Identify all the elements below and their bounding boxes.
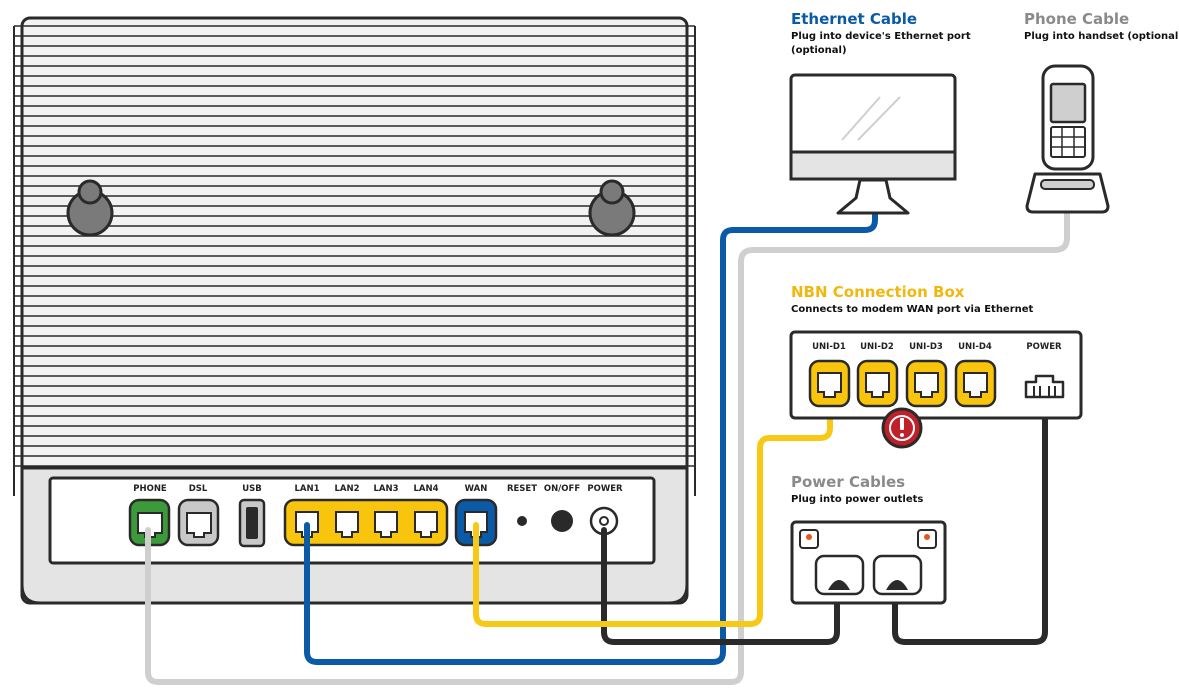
port-label-power: POWER — [587, 484, 623, 494]
port-label-lan4: LAN4 — [413, 484, 438, 494]
power-cables-subtitle: Plug into power outlets — [791, 494, 923, 505]
lan-port-group — [283, 498, 449, 547]
outlet-switch-indicator-right — [924, 534, 930, 540]
black-nbn-power-cable — [892, 387, 1048, 645]
nbn-uni-d2-port[interactable] — [856, 359, 899, 408]
lan2-port[interactable] — [335, 511, 359, 538]
nbn-port-label-d4: UNI-D4 — [958, 342, 992, 352]
port-label-wan: WAN — [465, 484, 488, 494]
nbn-port-label-d1: UNI-D1 — [812, 342, 846, 352]
wall-mount-hole-left-top — [77, 179, 103, 205]
port-label-lan1: LAN1 — [294, 484, 319, 494]
black-modem-power-cable — [601, 527, 840, 645]
nbn-port-label-power: POWER — [1026, 342, 1062, 352]
nbn-power-socket[interactable] — [1024, 374, 1065, 399]
lan4-port[interactable] — [414, 511, 438, 538]
blue-ethernet-cable — [304, 202, 878, 665]
power-outlet-right[interactable] — [872, 554, 923, 596]
outlet-switch-indicator-left — [806, 534, 812, 540]
port-label-usb: USB — [242, 484, 262, 494]
nbn-uni-d4-port[interactable] — [954, 359, 997, 408]
nbn-box-subtitle: Connects to modem WAN port via Ethernet — [791, 304, 1034, 315]
nbn-uni-d3-port[interactable] — [905, 359, 948, 408]
ethernet-cable-title: Ethernet Cable — [791, 10, 917, 28]
wall-mount-hole-right-top — [599, 179, 625, 205]
onoff-button[interactable] — [551, 510, 573, 532]
port-label-reset: RESET — [507, 484, 537, 494]
reset-button[interactable] — [517, 516, 527, 526]
nbn-box-title: NBN Connection Box — [791, 283, 965, 301]
computer-monitor-icon — [789, 73, 957, 215]
nbn-port-label-d2: UNI-D2 — [860, 342, 894, 352]
grey-phone-cable — [145, 202, 1070, 685]
port-label-dsl: DSL — [189, 484, 208, 494]
power-outlet-left[interactable] — [814, 554, 865, 596]
dsl-port[interactable] — [177, 498, 220, 547]
ethernet-cable-subtitle-1: Plug into device's Ethernet port — [791, 31, 971, 42]
port-label-onoff: ON/OFF — [544, 484, 580, 494]
port-label-lan2: LAN2 — [334, 484, 359, 494]
port-label-lan3: LAN3 — [373, 484, 398, 494]
port-label-phone: PHONE — [133, 484, 167, 494]
yellow-wan-cable — [473, 387, 833, 627]
ethernet-cable-subtitle-2: (optional) — [791, 45, 847, 56]
nbn-port-label-d3: UNI-D3 — [909, 342, 943, 352]
phone-port[interactable] — [128, 498, 171, 547]
phone-handset-icon — [1025, 64, 1110, 214]
phone-cable-subtitle: Plug into handset (optional) — [1024, 31, 1179, 42]
power-cables-title: Power Cables — [791, 473, 905, 491]
nbn-uni-d1-port[interactable] — [808, 359, 851, 408]
usb-port[interactable] — [238, 498, 266, 548]
phone-cable-title: Phone Cable — [1024, 10, 1129, 28]
lan3-port[interactable] — [374, 511, 398, 538]
warning-alert-icon — [881, 407, 923, 449]
modem-cooling-fins — [13, 25, 696, 496]
